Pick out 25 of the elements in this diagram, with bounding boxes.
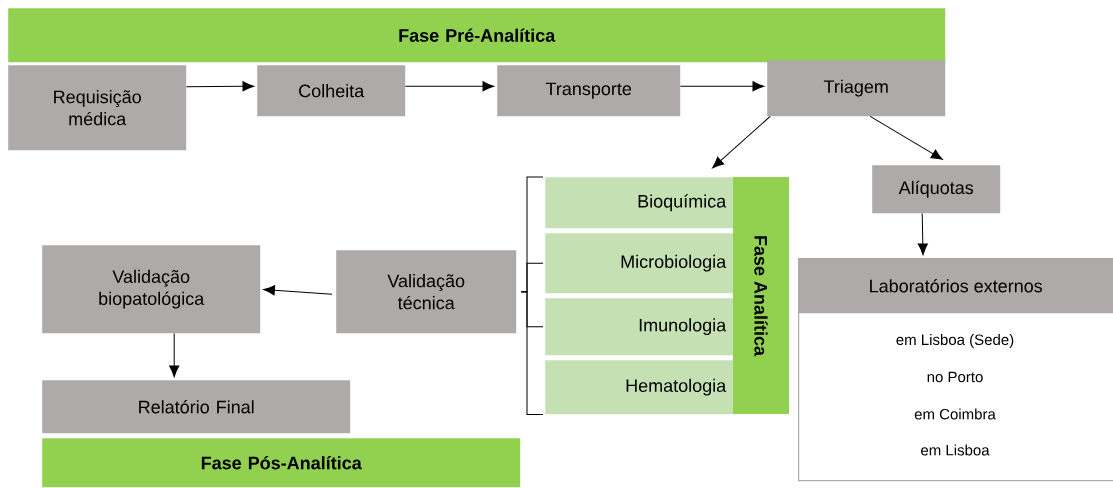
process-box: Validação técnica [336,250,517,334]
arrow [185,81,255,92]
arrow [169,332,180,378]
section-box: Imunologia [545,298,734,356]
process-box: Requisição médica [8,65,187,151]
arrow [404,81,495,92]
arrow [712,115,771,169]
section-box: Bioquímica [545,177,734,229]
lab-list-box: Laboratórios externos em Lisboa (Sede) no Porto em Coimbra em Lisboa [798,258,1113,482]
arrow [917,212,928,256]
phase-band: Fase Analítica [733,177,789,414]
process-box: Relatório Final [42,380,351,434]
arrow [869,115,943,160]
process-box: Triagem [767,60,946,117]
process-box: Alíquotas [872,165,1001,214]
arrow [263,285,333,296]
section-box: Hematologia [545,360,734,415]
phase-band: Fase Pré-Analítica [8,8,946,63]
connector-line [520,291,544,415]
process-box: Validação biopatológica [42,245,261,334]
arrow [679,81,765,92]
section-box: Microbiologia [545,233,734,294]
process-box: Colheita [257,65,406,117]
process-box: Transporte [497,65,681,117]
phase-band: Fase Pós-Analítica [42,438,521,488]
